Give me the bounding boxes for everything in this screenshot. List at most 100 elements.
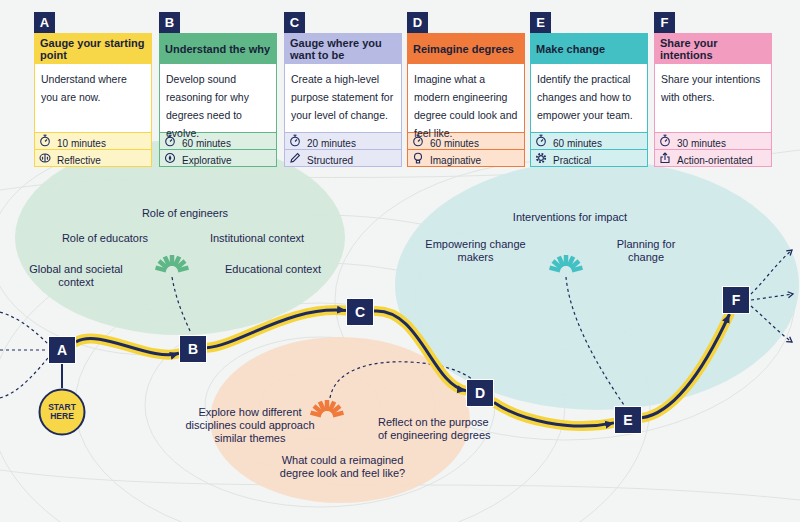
step-marker: B [179, 335, 207, 363]
theme-area: Interventions for impactEmpowering chang… [395, 160, 800, 410]
theme-area: Role of engineersRole of educators Instit… [15, 140, 345, 335]
duration: 20 minutes [307, 138, 356, 149]
circle-fill [40, 390, 85, 435]
step-card-group: C Gauge where you want to be Create a high… [284, 12, 402, 168]
step-marker-letter: B [188, 341, 198, 357]
activity-type-row: Action-orientated [655, 149, 771, 166]
theme-area: Explore how different disciplines could … [180, 330, 500, 505]
step-title: Make change [536, 43, 605, 55]
step-title: Share your intentions [660, 37, 766, 61]
theme-label: Role of educators [55, 232, 155, 245]
start-circle: START HERE [38, 388, 86, 436]
activity-type: Explorative [182, 155, 231, 166]
incoming-line [0, 358, 48, 398]
step-marker: D [466, 379, 494, 407]
activity-type-row: Imaginative [408, 149, 524, 166]
incoming-line [0, 312, 48, 344]
step-title: Gauge your starting point [40, 37, 146, 61]
step-card: Gauge your starting pointUnderstand wher… [34, 33, 152, 167]
step-body: Imagine what a modern engineering degree… [408, 64, 524, 132]
step-letter: D [407, 12, 428, 33]
step-body: Share your intentions with others. [655, 64, 771, 132]
theme-label: Planning for change [606, 238, 686, 264]
activity-type-row: Explorative [160, 149, 276, 166]
step-body: Develop sound reasoning for why degrees … [160, 64, 276, 132]
step-letter: A [34, 12, 55, 33]
activity-type: Structured [307, 155, 353, 166]
step-title-bar: Understand the why [160, 34, 276, 64]
step-letter: B [159, 12, 180, 33]
step-marker: C [346, 298, 374, 326]
journey-path [76, 339, 179, 355]
step-card: Reimagine degreesImagine what a modern e… [407, 33, 525, 167]
activity-type: Reflective [57, 155, 101, 166]
step-letter: C [284, 12, 305, 33]
step-card-group: EMake changeIdentify the practical chang… [530, 12, 648, 168]
step-letter: F [654, 12, 675, 33]
activity-type: Imaginative [430, 155, 481, 166]
step-marker-letter: A [57, 342, 67, 358]
start-label: START HERE [43, 403, 81, 422]
activity-type-row: Practical [531, 149, 647, 166]
activity-type-row: Structured [285, 149, 401, 166]
step-title-bar: Make change [531, 34, 647, 64]
duration-row: 10 minutes [35, 132, 151, 149]
step-title: Gauge where you want to be [290, 37, 396, 61]
start-connector [61, 364, 63, 388]
duration: 60 minutes [430, 138, 479, 149]
path-highlight [76, 339, 179, 355]
step-description: Identify the practical changes and how t… [537, 73, 633, 121]
theme-label: Educational context [213, 263, 333, 276]
theme-label: Global and societal context [24, 263, 128, 289]
step-description: Create a high-level purpose statement fo… [291, 73, 393, 121]
step-title: Reimagine degrees [413, 43, 514, 55]
blob-fill [395, 160, 799, 410]
step-description: Develop sound reasoning for why degrees … [166, 73, 249, 139]
step-card-group: BUnderstand the whyDevelop sound reasoni… [159, 12, 277, 168]
step-card: Make changeIdentify the practical change… [530, 33, 648, 167]
step-body: Create a high-level purpose statement fo… [285, 64, 401, 132]
step-card: Share your intentionsShare your intentio… [654, 33, 772, 167]
duration-row: 30 minutes [655, 132, 771, 149]
step-marker-letter: F [732, 292, 741, 308]
step-marker-letter: E [623, 412, 632, 428]
duration: 30 minutes [677, 138, 726, 149]
theme-label: Empowering change makers [423, 238, 528, 264]
step-card-group: DReimagine degreesImagine what a modern … [407, 12, 525, 168]
step-description: Share your intentions with others. [661, 73, 760, 103]
step-marker-letter: C [355, 304, 365, 320]
step-marker: F [722, 286, 750, 314]
step-card: Understand the whyDevelop sound reasonin… [159, 33, 277, 167]
blob-fill [15, 140, 345, 335]
step-title-bar: Gauge your starting point [35, 34, 151, 64]
step-body: Understand where you are now. [35, 64, 151, 132]
step-card: Gauge where you want to be Create a high-… [284, 33, 402, 167]
step-description: Imagine what a modern engineering degree… [414, 73, 517, 139]
step-description: Understand where you are now. [41, 73, 127, 103]
step-marker: A [48, 336, 76, 364]
blob-shape [395, 160, 800, 410]
theme-label: What could a reimagined degree look and … [275, 454, 410, 480]
theme-label: Role of engineers [120, 207, 250, 220]
step-title-bar: Share your intentions [655, 34, 771, 64]
theme-label: Explore how different disciplines could … [180, 406, 320, 445]
step-title-bar: Reimagine degrees [408, 34, 524, 64]
step-marker-letter: D [475, 385, 485, 401]
step-letter: E [530, 12, 551, 33]
activity-type-row: Reflective [35, 149, 151, 166]
step-body: Identify the practical changes and how t… [531, 64, 647, 132]
step-card-group: AGauge your starting pointUnderstand whe… [34, 12, 152, 168]
duration-row: 20 minutes [285, 132, 401, 149]
step-card-group: FShare your intentionsShare your intenti… [654, 12, 772, 168]
step-title-bar: Gauge where you want to be [285, 34, 401, 64]
step-marker: E [614, 406, 642, 434]
step-title: Understand the why [165, 43, 270, 55]
duration: 60 minutes [182, 138, 231, 149]
circle-label-wrap: START HERE [38, 388, 86, 436]
theme-label: Interventions for impact [505, 211, 635, 224]
theme-label: Institutional context [197, 232, 317, 245]
activity-type: Practical [553, 155, 591, 166]
activity-type: Action-orientated [677, 155, 753, 166]
